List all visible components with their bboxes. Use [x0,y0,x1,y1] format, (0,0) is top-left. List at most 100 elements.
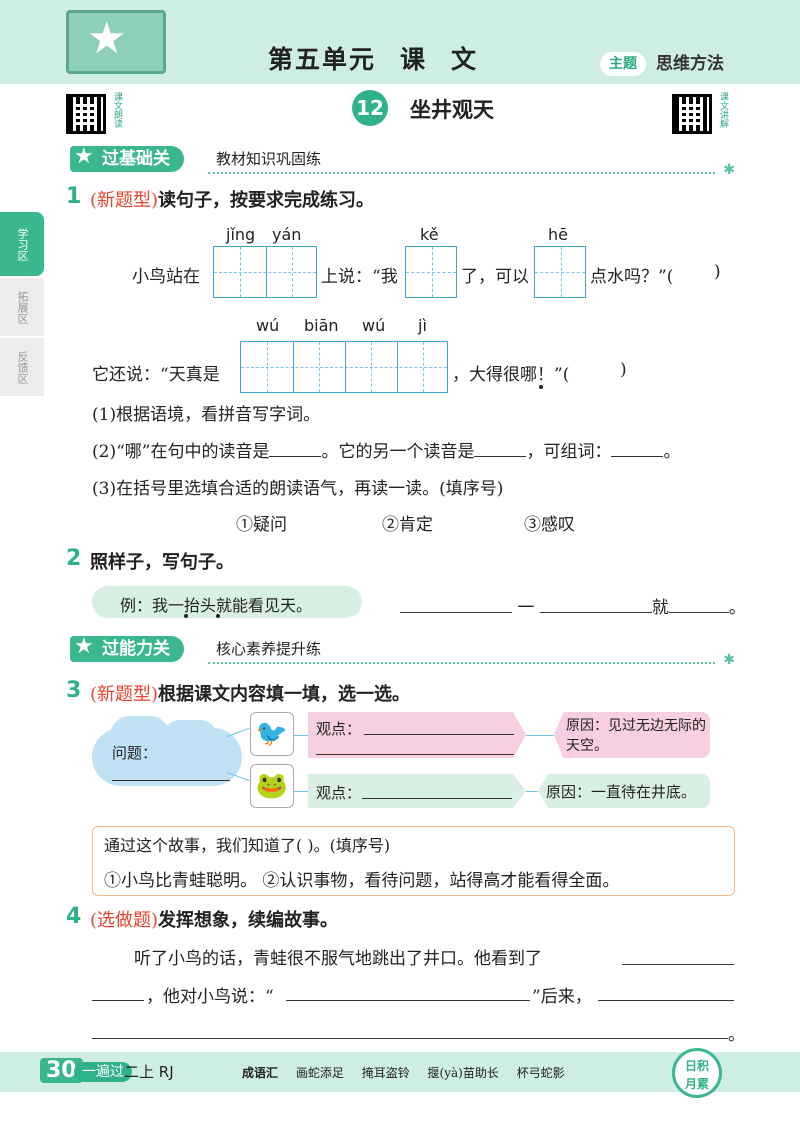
qr-label-left: 课文朗读 [112,92,122,128]
bird-icon: 🐦 [250,712,294,756]
section-ability: ★过能力关 核心素养提升练 ✱ [70,634,735,668]
q4-line2b: ”后来， [532,987,592,1007]
brand-label: 一遍过 [74,1062,132,1082]
story-blank[interactable] [286,1000,530,1001]
grade-label: 二上 RJ [124,1063,174,1081]
tianzige-wubianwuji[interactable] [240,341,448,393]
q1-line1-b: 上说：“我 [321,267,398,287]
conclusion-box [92,826,735,896]
q1-line2-a: 它还说：“天真是 [92,365,220,385]
q4-end: 。 [728,1025,745,1045]
story-blank[interactable] [92,1000,144,1001]
unit-word-1: 课 [400,45,428,74]
q1-line1-d: 点水吗？”( [590,267,674,287]
q4-heading: (选做题)发挥想象，续编故事。 [90,910,339,931]
lesson-number-badge: 12 [352,90,388,126]
pinyin-yan: yán [272,225,302,244]
view-blank-1b[interactable] [316,754,514,755]
q1-line1-e: ) [714,262,721,282]
idiom-label: 成语汇 [242,1066,279,1080]
q1-number: 1 [66,184,82,209]
divider [208,172,715,174]
q1-line1-a: 小鸟站在 [132,267,200,287]
connector [294,735,308,736]
story-blank[interactable] [598,1000,734,1001]
blank-input[interactable] [668,611,729,613]
side-tab-study[interactable]: 学习区 [0,212,44,276]
viewpoint-frog [308,774,526,808]
section-basic: ★过基础关 教材知识巩固练 ✱ [70,144,735,178]
view-label-2: 观点： [316,784,362,802]
unit-word-2: 文 [451,45,479,74]
unit-title: 第五单元课文 [268,40,502,76]
pinyin-wu2: wú [362,316,386,335]
example-box [92,586,362,618]
section-ability-subtitle: 核心素养提升练 [216,640,322,658]
blank-input[interactable] [269,455,322,457]
divider [208,662,715,664]
idiom-row: 成语汇 画蛇添足 掩耳盗铃 揠(yà)苗助长 杯弓蛇影 [242,1064,579,1081]
tianzige-ke[interactable] [405,246,457,298]
idiom-item: 揠(yà)苗助长 [427,1066,499,1080]
pinyin-ke: kě [420,225,439,244]
blank-input[interactable] [400,611,512,613]
blank-input[interactable] [539,611,652,613]
unit-label: 第五单元 [268,45,377,74]
conclusion-text: 通过这个故事，我们知道了( )。(填序号) [104,836,391,855]
mascot-board-icon: ★ [66,10,166,74]
pinyin-he: hē [548,225,568,244]
story-blank[interactable] [622,964,734,965]
view-blank-2[interactable] [362,798,512,799]
q4-line2a: ，他对小鸟说：“ [146,987,274,1007]
side-tab-extend[interactable]: 拓展区 [0,278,44,336]
example-text: 例：我一抬头就能看见天。 [120,596,313,615]
page-number: 30 [40,1058,83,1083]
pinyin-wu1: wú [256,316,280,335]
reason-bird-text: 原因：见过无边无际的天空。 [566,718,706,754]
emphasis-dot [184,614,188,618]
pinyin-bian: biān [304,316,339,335]
q2-number: 2 [66,546,82,571]
side-tab-feedback[interactable]: 反馈区 [0,338,44,396]
reason-frog-text: 原因：一直待在井底。 [546,783,697,801]
idiom-item: 画蛇添足 [295,1066,344,1080]
q2-fill: 一 就。 [400,593,746,618]
q2-heading: 照样子，写句子。 [90,552,234,573]
connector [294,791,308,792]
tianzige-jingyan[interactable] [213,246,317,298]
qr-label-right: 课文讲解 [718,92,728,128]
option-question: ①疑问 [236,515,287,535]
daily-accumulate-badge: 日积月累 [672,1048,722,1098]
q1-sub1: (1)根据语境，看拼音写字词。 [92,405,321,425]
idiom-item: 杯弓蛇影 [516,1066,565,1080]
story-blank[interactable] [92,1038,728,1039]
qr-code-icon[interactable] [66,94,106,134]
q1-sub2: (2)“哪”在句中的读音是。它的另一个读音是，可组词：。 [92,442,681,462]
view-label-1: 观点： [316,720,362,738]
blank-input[interactable] [611,455,664,457]
qr-code-icon[interactable] [672,94,712,134]
question-blank[interactable] [112,780,230,781]
q3-heading: (新题型)根据课文内容填一填，选一选。 [90,684,411,705]
connector [526,791,538,792]
option-affirm: ②肯定 [382,515,433,535]
view-blank-1[interactable] [364,734,514,735]
tianzige-he[interactable] [534,246,586,298]
viewpoint-bird [308,712,526,758]
section-ability-title: ★过能力关 [70,634,184,662]
theme-tag: 主题 [600,52,646,76]
emphasis-dot [216,614,220,618]
star-icon: ★ [74,144,94,169]
star-icon: ✱ [723,162,735,178]
q1-line1-c: 了，可以 [461,267,529,287]
section-basic-subtitle: 教材知识巩固练 [216,150,322,168]
conclusion-choices: ①小鸟比青蛙聪明。 ②认识事物，看待问题，站得高才能看得全面。 [104,871,620,891]
reason-bird [554,712,710,758]
question-cloud [92,716,242,786]
blank-input[interactable] [474,455,527,457]
emphasis-dot [539,385,543,389]
connector [526,735,554,736]
q1-heading: (新题型)读句子，按要求完成练习。 [90,190,375,211]
frog-icon: 🐸 [250,764,294,808]
question-label: 问题： [112,744,158,762]
